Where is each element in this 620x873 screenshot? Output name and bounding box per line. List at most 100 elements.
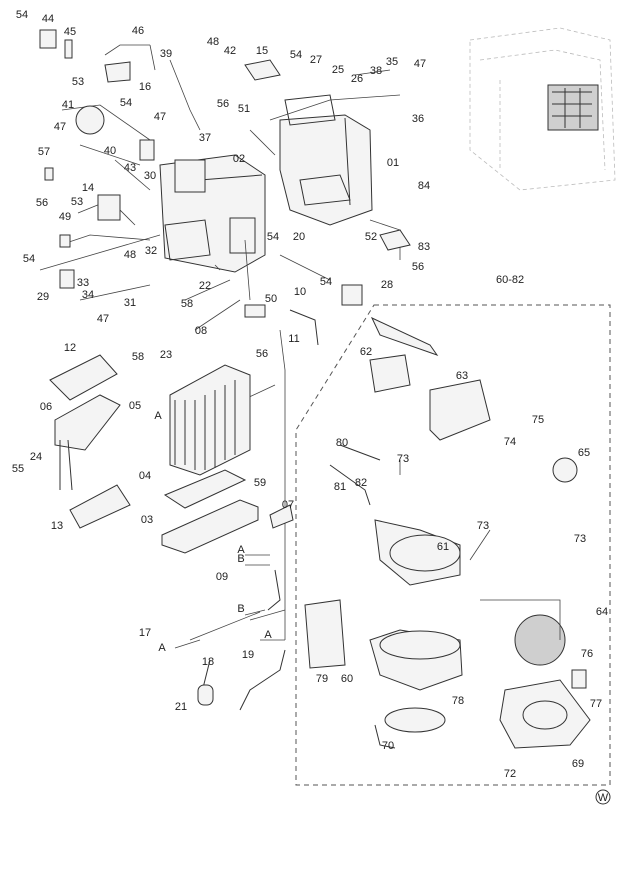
part-label: 37: [199, 132, 211, 144]
part-label: B: [237, 553, 244, 565]
part-label: B: [237, 603, 244, 615]
part-label: 10: [294, 286, 306, 298]
part-label: 81: [334, 481, 346, 493]
part-label: 79: [316, 673, 328, 685]
part-label: 47: [414, 58, 426, 70]
part-label: 58: [132, 351, 144, 363]
part-label: 50: [265, 293, 277, 305]
part-label: 78: [452, 695, 464, 707]
part-label: 54: [267, 231, 279, 243]
part-label: 14: [82, 182, 94, 194]
part-label: 20: [293, 231, 305, 243]
part-label: 01: [387, 157, 399, 169]
part-label: 27: [310, 54, 322, 66]
part-label: A: [237, 544, 245, 556]
part-label: 07: [282, 499, 294, 511]
part-label: 56: [412, 261, 424, 273]
filters-and-heater-core: [49, 354, 131, 529]
part-label: 12: [64, 342, 76, 354]
part-label: 77: [590, 698, 602, 710]
part-label: 73: [397, 453, 409, 465]
part-label: 76: [581, 648, 593, 660]
part-label: 19: [242, 649, 254, 661]
blower-group: [295, 304, 611, 786]
part-label: 15: [256, 45, 268, 57]
part-label: 54: [320, 276, 332, 288]
part-label: 40: [104, 145, 116, 157]
evaporator-and-trays: [161, 364, 294, 711]
part-label: 84: [418, 180, 430, 192]
part-label: 43: [124, 162, 136, 174]
part-label: 54: [16, 9, 28, 21]
part-label: 48: [124, 249, 136, 261]
part-label: 47: [154, 111, 166, 123]
part-label: 80: [336, 437, 348, 449]
part-label: 08: [195, 325, 207, 337]
part-label: 16: [139, 81, 151, 93]
heater-case-02: [159, 154, 266, 273]
part-label: 53: [71, 196, 83, 208]
part-label: 55: [12, 463, 24, 475]
part-label: 47: [97, 313, 109, 325]
part-label: 26: [351, 73, 363, 85]
part-label: 59: [254, 477, 266, 489]
part-label: 48: [207, 36, 219, 48]
part-label: 34: [82, 289, 94, 301]
part-label: 11: [288, 333, 299, 345]
part-label: 83: [418, 241, 430, 253]
part-label: 25: [332, 64, 344, 76]
part-label: 17: [139, 627, 151, 639]
part-label: 21: [175, 701, 187, 713]
part-label: 39: [160, 48, 172, 60]
part-label: 54: [23, 253, 35, 265]
part-label: 70: [382, 740, 394, 752]
part-label: 18: [202, 656, 214, 668]
part-label: 74: [504, 436, 516, 448]
part-label: 47: [54, 121, 66, 133]
part-label: 33: [77, 277, 89, 289]
part-label: A: [158, 642, 166, 654]
part-label: 28: [381, 279, 393, 291]
part-label: 69: [572, 758, 584, 770]
part-label: 56: [36, 197, 48, 209]
part-label: 42: [224, 45, 236, 57]
part-label: A: [264, 629, 272, 641]
part-label: 03: [141, 514, 153, 526]
part-label: 75: [532, 414, 544, 426]
part-label: 31: [124, 297, 136, 309]
part-label: 05: [129, 400, 141, 412]
part-label: 22: [199, 280, 211, 292]
part-label: 57: [38, 146, 50, 158]
part-label: 24: [30, 451, 42, 463]
part-label: 56: [256, 348, 268, 360]
vehicle-outline: [469, 27, 616, 191]
part-label: 60: [341, 673, 353, 685]
part-label: 09: [216, 571, 228, 583]
part-label: 54: [290, 49, 302, 61]
part-label: 29: [37, 291, 49, 303]
part-label: 30: [144, 170, 156, 182]
part-label: 73: [574, 533, 586, 545]
part-label: 49: [59, 211, 71, 223]
part-label: 54: [120, 97, 132, 109]
part-label: 35: [386, 56, 398, 68]
part-label: 52: [365, 231, 377, 243]
heater-case-01: [279, 94, 373, 226]
part-label: 82: [355, 477, 367, 489]
part-label: 51: [238, 103, 250, 115]
part-label: 56: [217, 98, 229, 110]
part-label: 45: [64, 26, 76, 38]
part-label: 62: [360, 346, 372, 358]
part-label: 58: [181, 298, 193, 310]
part-label: 44: [42, 13, 54, 25]
part-label: 32: [145, 245, 157, 257]
part-label: 06: [40, 401, 52, 413]
corner-mark: W: [595, 789, 611, 805]
part-label: 64: [596, 606, 608, 618]
part-label: 63: [456, 370, 468, 382]
part-label: 61: [437, 541, 449, 553]
part-label: 36: [412, 113, 424, 125]
